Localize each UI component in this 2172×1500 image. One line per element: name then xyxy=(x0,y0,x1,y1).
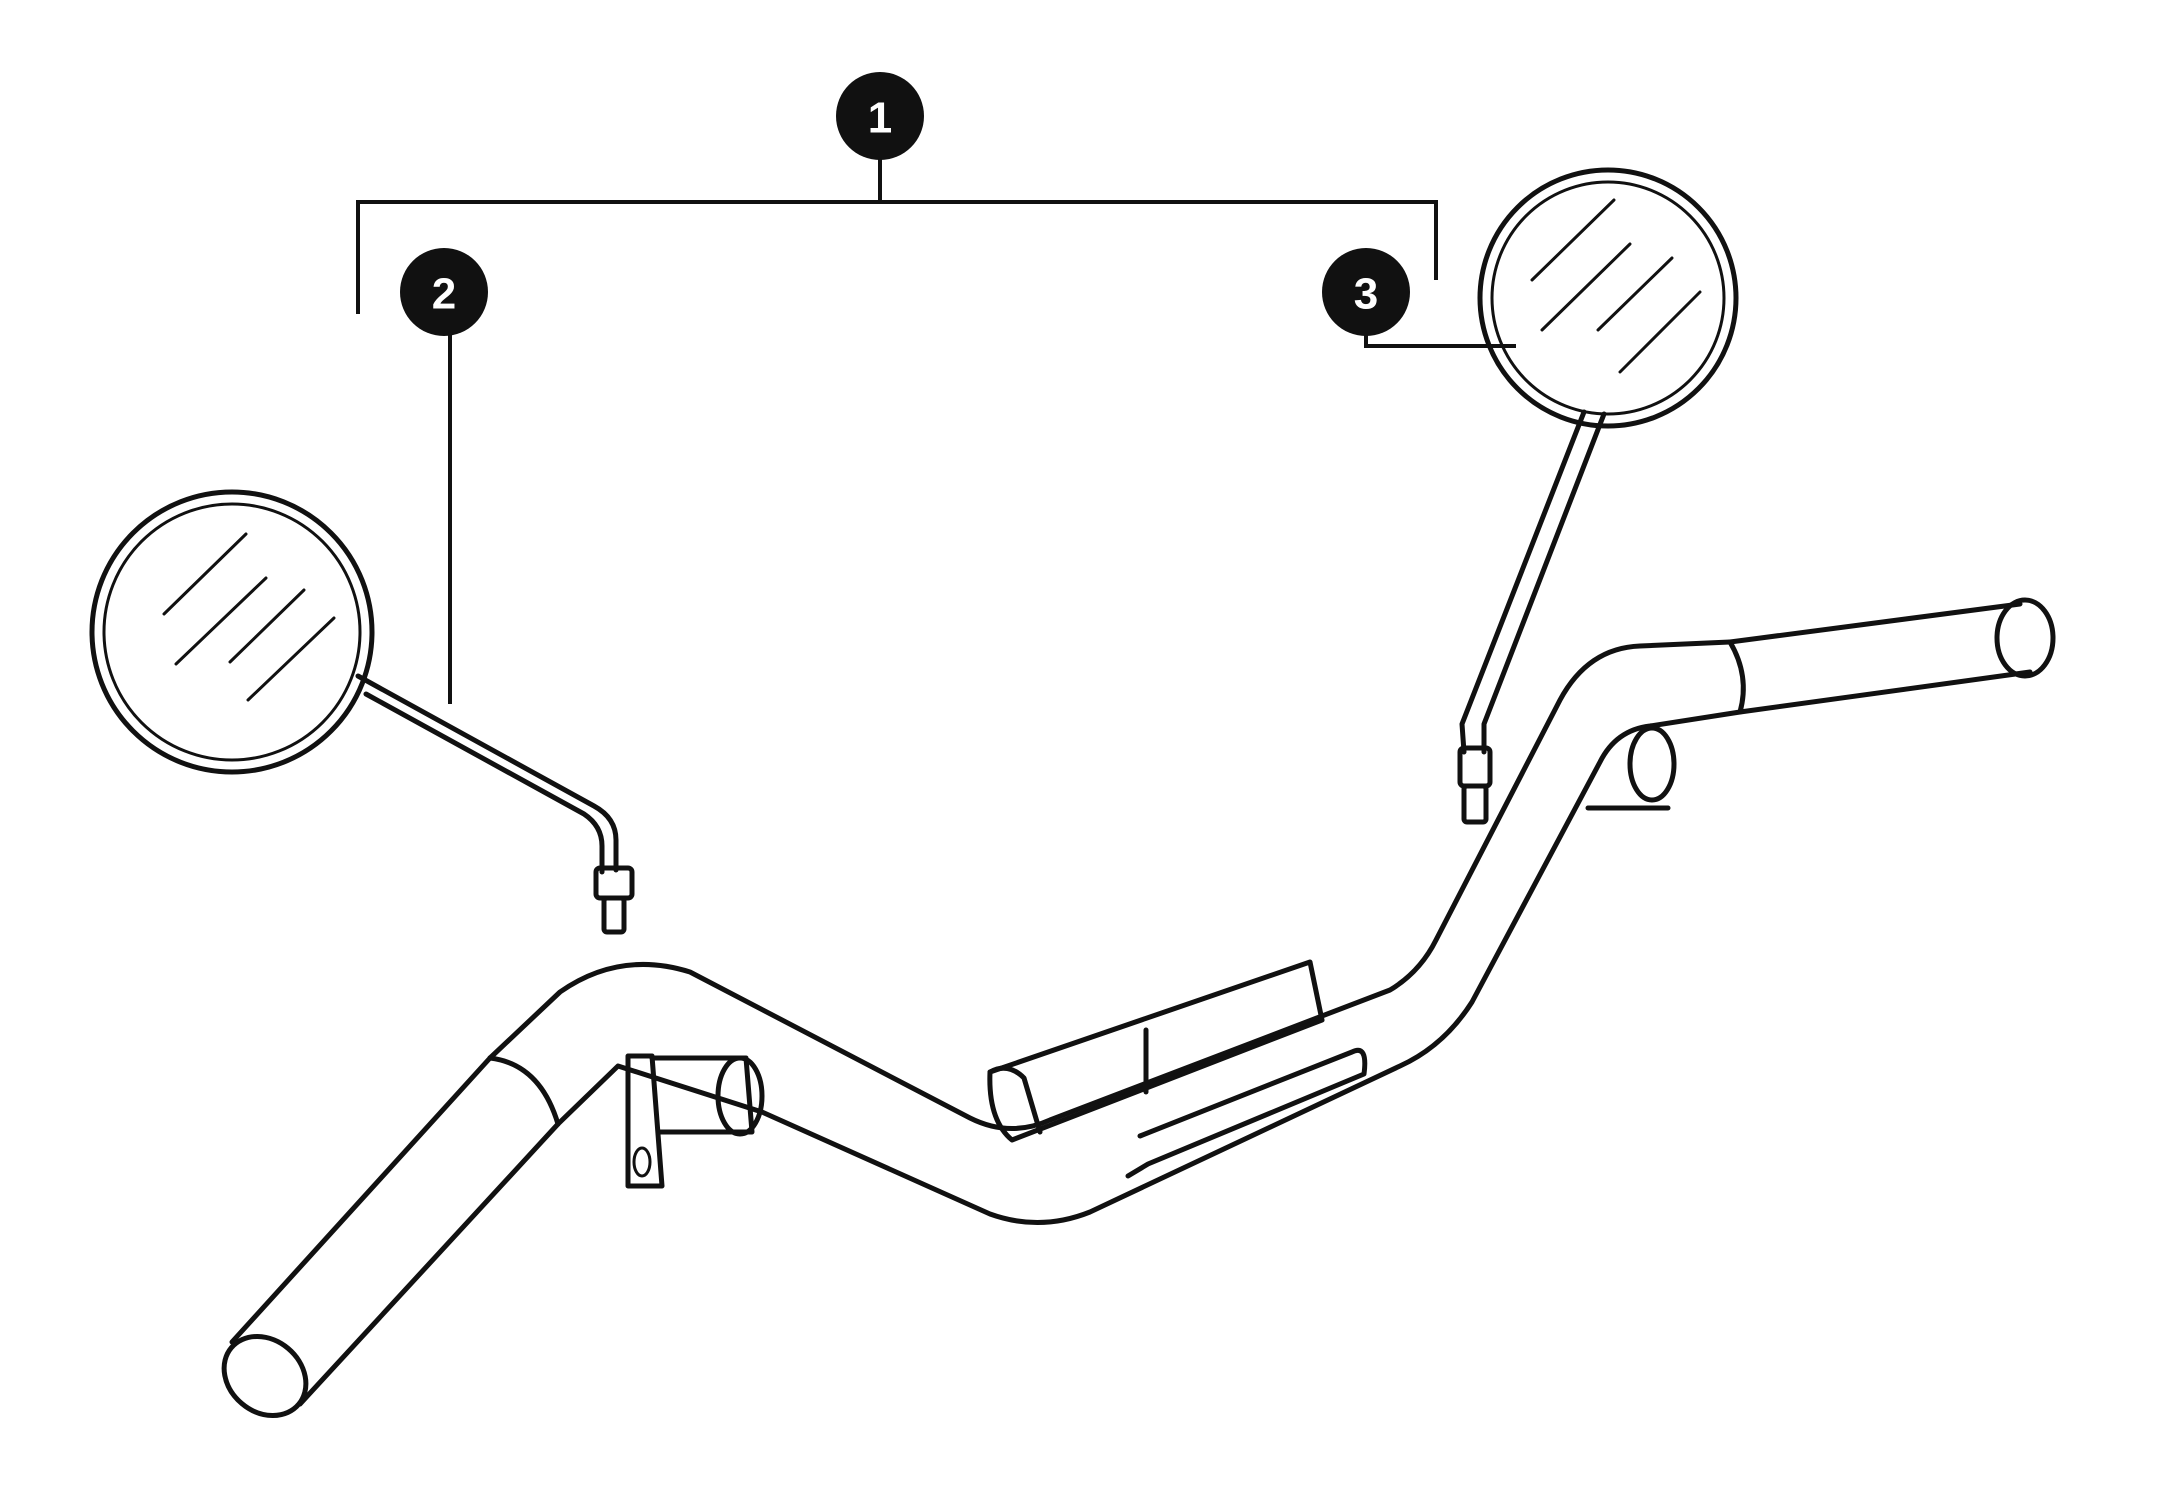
callout-3: 3 xyxy=(1322,248,1410,336)
right-mirror xyxy=(1457,167,1739,825)
bracket-line xyxy=(356,200,1438,314)
right-mirror-stem xyxy=(1457,409,1607,825)
callout-1-label: 1 xyxy=(868,94,892,143)
left-mirror-reflection xyxy=(162,532,336,702)
left-mirror-stem xyxy=(355,673,635,935)
callout-1: 1 xyxy=(836,72,924,160)
callout-leaders xyxy=(356,138,1516,704)
right-grip xyxy=(1727,597,2056,715)
callout-2: 2 xyxy=(400,248,488,336)
callout-2-label: 2 xyxy=(432,270,456,319)
handlebar-tube-top xyxy=(487,639,1733,1131)
left-mirror xyxy=(89,489,635,935)
left-mirror-glass xyxy=(102,502,362,762)
right-mirror-glass xyxy=(1490,180,1726,416)
handlebar-tube-bottom xyxy=(555,709,1743,1226)
left-mirror-rim xyxy=(89,489,375,775)
left-switch-mount xyxy=(625,1053,765,1189)
handlebar xyxy=(221,597,2056,1419)
center-clamp xyxy=(987,959,1368,1179)
callout-3-label: 3 xyxy=(1354,270,1378,319)
left-grip xyxy=(221,1055,561,1419)
right-mirror-rim xyxy=(1477,167,1739,429)
right-mirror-reflection xyxy=(1530,198,1702,374)
right-switch-mount xyxy=(1585,725,1677,811)
